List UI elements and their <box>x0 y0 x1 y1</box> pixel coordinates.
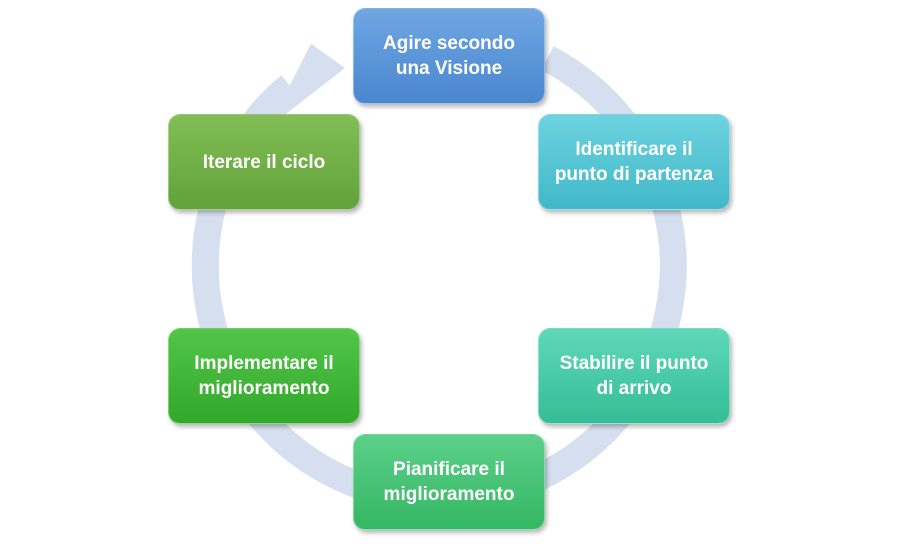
step-iterate-cycle: Iterare il ciclo <box>168 114 360 210</box>
cycle-arrow-head <box>268 43 345 128</box>
step-implement-improvement: Implementare il miglioramento <box>168 328 360 424</box>
step-plan-improvement: Pianificare il miglioramento <box>353 434 545 530</box>
step-act-according-to-vision: Agire secondo una Visione <box>353 8 545 104</box>
step-set-target-point: Stabilire il punto di arrivo <box>538 328 730 424</box>
step-identify-starting-point: Identificare il punto di partenza <box>538 114 730 210</box>
